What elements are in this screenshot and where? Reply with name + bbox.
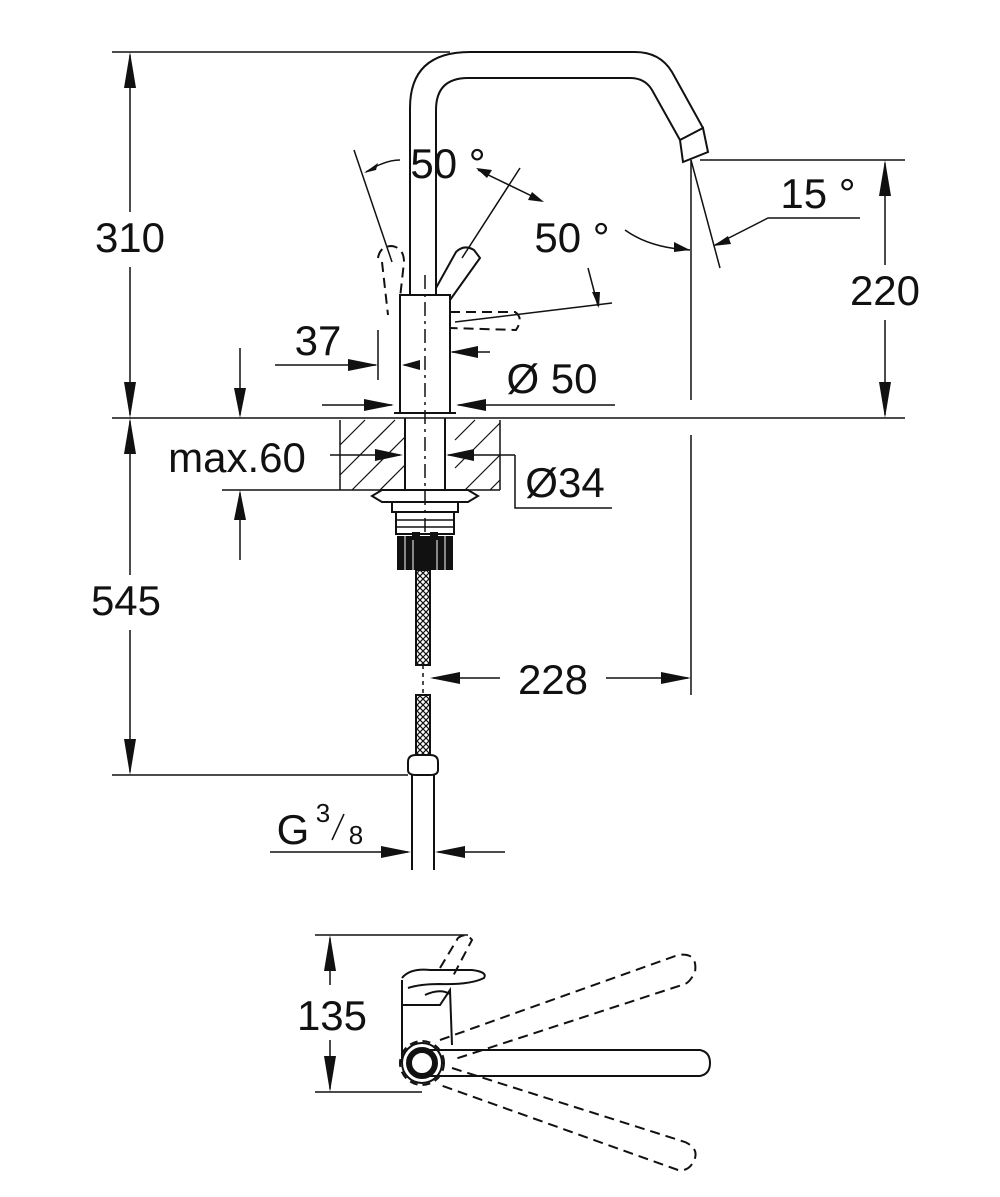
top-lever-ghost-down — [439, 1067, 697, 1172]
dimension-37: 37 — [275, 317, 420, 380]
dimension-thread: G 3 8 — [270, 798, 505, 858]
aerator-angle-line — [690, 159, 721, 269]
faucet-body — [394, 275, 456, 540]
lever-handle — [435, 246, 482, 301]
top-body — [401, 968, 486, 1062]
thread-denominator-label: 8 — [349, 820, 363, 850]
top-lever-handle — [422, 1049, 712, 1077]
dimension-max60: max.60 — [168, 348, 515, 560]
dimension-37-label: 37 — [295, 317, 342, 364]
dimension-d34-label: Ø34 — [525, 459, 604, 506]
deck-hatching — [339, 419, 501, 491]
top-hub — [399, 1040, 445, 1086]
thread-prefix-label: G — [277, 806, 310, 853]
dimension-d50: Ø 50 — [322, 346, 615, 411]
lever-angle-line-left — [353, 149, 393, 263]
dimension-max60-label: max.60 — [168, 434, 306, 481]
dimension-310-label: 310 — [95, 214, 165, 261]
angle-50-side-label: 50 ° — [534, 214, 609, 261]
mounting-fixing — [370, 489, 480, 570]
dimension-545: 545 — [80, 418, 408, 776]
dimension-220: 220 — [700, 159, 933, 418]
top-view: 135 — [282, 934, 712, 1172]
dimension-228-label: 228 — [518, 656, 588, 703]
angle-15-label: 15 ° — [780, 170, 855, 217]
side-view: 310 220 50 ° 50 ° 15 ° 37 — [80, 51, 933, 870]
dimension-d50-label: Ø 50 — [506, 355, 597, 402]
supply-hose — [407, 569, 439, 870]
lever-ghost-positions — [377, 244, 521, 332]
lever-angle-line-right — [461, 167, 521, 259]
dimension-310: 310 — [80, 51, 450, 418]
angle-50-top-label: 50 ° — [410, 140, 485, 187]
lever-side-line — [454, 302, 613, 323]
spout — [409, 51, 710, 295]
dimension-d34: Ø34 — [514, 455, 612, 509]
top-lever-ghost-upper — [439, 934, 474, 979]
dimension-135: 135 — [282, 934, 468, 1093]
thread-numerator-label: 3 — [316, 798, 330, 828]
dimension-220-label: 220 — [850, 267, 920, 314]
aerator-angle-leader — [714, 217, 860, 246]
dimension-228: 228 — [430, 435, 692, 703]
dimension-545-label: 545 — [91, 577, 161, 624]
dimension-135-label: 135 — [297, 992, 367, 1039]
top-lever-ghost-up — [439, 953, 697, 1061]
